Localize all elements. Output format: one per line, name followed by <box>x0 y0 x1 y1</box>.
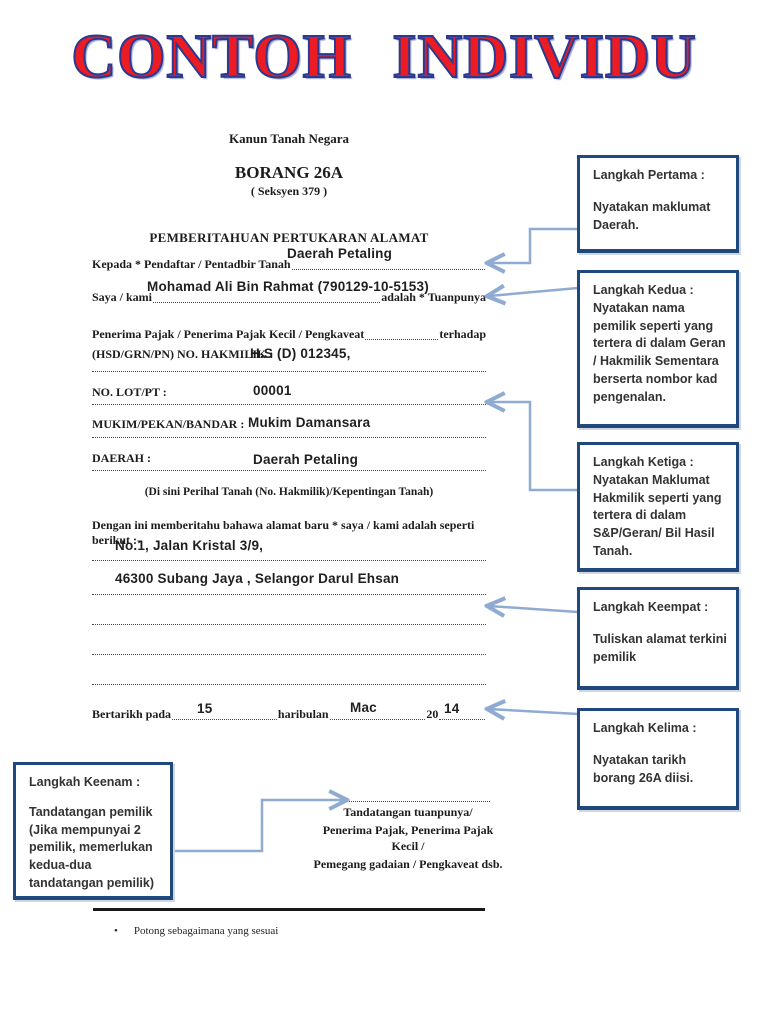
dotted-leader <box>439 707 485 720</box>
callout-title: Langkah Kelima : <box>593 721 697 735</box>
signature-caption-1: Tandatangan tuanpunya/ <box>343 805 473 819</box>
alamat-intro: Dengan ini memberitahu bahawa alamat bar… <box>92 518 475 547</box>
field-saya: Saya / kami adalah * Tuanpunya Mohamad A… <box>92 280 486 305</box>
callout-langkah-keempat: Langkah Keempat : Tuliskan alamat terkin… <box>577 587 739 690</box>
field-hakmilik: (HSD/GRN/PN) NO. HAKMILIK : H.S (D) 0123… <box>92 345 486 362</box>
signature-dotted-line <box>340 791 490 802</box>
page-title: CONTOH INDIVIDU <box>70 22 697 92</box>
perihal-note: (Di sini Perihal Tanah (No. Hakmilik)/Ke… <box>144 486 434 498</box>
date-month-value: Mac <box>350 700 377 715</box>
field-penerima-label: Penerima Pajak / Penerima Pajak Kecil / … <box>92 327 365 341</box>
callout-body: Nyatakan nama pemilik seperti yang terte… <box>593 300 726 404</box>
dotted-line <box>92 654 486 655</box>
field-daerah: DAERAH : Daerah Petaling <box>92 449 486 467</box>
field-lot-label: NO. LOT/PT : <box>92 385 167 399</box>
callout-langkah-keenam: Langkah Keenam : Tandatangan pemilik (Ji… <box>13 762 173 900</box>
dotted-line <box>92 594 486 595</box>
footnote-text: Potong sebagaimana yang sesuai <box>133 925 279 937</box>
alamat-line2-value: 46300 Subang Jaya , Selangor Darul Ehsan <box>115 571 400 586</box>
callout-body: Nyatakan tarikh borang 26A diisi. <box>593 752 694 785</box>
arrow-langkah-keempat <box>489 606 579 612</box>
dotted-line <box>92 371 486 372</box>
dotted-line <box>92 560 486 561</box>
date-year-value: 14 <box>444 701 460 716</box>
callout-title: Langkah Pertama : <box>593 168 705 182</box>
field-hakmilik-value: H.S (D) 012345, <box>250 346 351 361</box>
dotted-line <box>92 624 486 625</box>
field-kepada-label: Kepada * Pendaftar / Pentadbir Tanah <box>92 257 291 271</box>
arrow-langkah-kedua <box>489 288 579 296</box>
signature-block: Tandatangan tuanpunya/ Penerima Pajak, P… <box>308 791 508 872</box>
callout-title: Langkah Keempat : <box>593 600 709 614</box>
callout-title: Langkah Ketiga : <box>593 455 694 469</box>
callout-title: Langkah Keenam : <box>29 775 141 789</box>
dotted-line <box>92 437 486 438</box>
signature-caption-2: Penerima Pajak, Penerima Pajak Kecil / <box>322 823 494 853</box>
callout-body: Nyatakan maklumat Daerah. <box>593 199 711 232</box>
signature-caption-3: Pemegang gadaian / Pengkaveat dsb. <box>313 857 503 871</box>
field-hakmilik-label: (HSD/GRN/PN) NO. HAKMILIK : <box>92 347 274 361</box>
dotted-leader <box>153 290 381 303</box>
field-saya-suffix: adalah * Tuanpunya <box>381 290 486 304</box>
field-lot-value: 00001 <box>253 383 292 398</box>
field-mukim-value: Mukim Damansara <box>248 415 371 430</box>
footnote: • Potong sebagaimana yang sesuai <box>114 925 278 937</box>
header-form-number: BORANG 26A <box>234 163 344 182</box>
form-header: Kanun Tanah Negara BORANG 26A ( Seksyen … <box>92 131 486 246</box>
bullet-icon: • <box>114 925 118 937</box>
callout-langkah-kelima: Langkah Kelima : Nyatakan tarikh borang … <box>577 708 739 810</box>
arrow-langkah-kelima <box>489 709 579 714</box>
arrow-langkah-ketiga <box>489 402 578 492</box>
callout-langkah-kedua: Langkah Kedua : Nyatakan nama pemilik se… <box>577 270 739 428</box>
field-date: Bertarikh pada haribulan 20 15 Mac 14 <box>92 701 486 721</box>
date-label-bertarikh: Bertarikh pada <box>92 707 172 721</box>
field-kepada: Kepada * Pendaftar / Pentadbir Tanah Dae… <box>92 247 486 271</box>
header-law: Kanun Tanah Negara <box>229 131 349 146</box>
dotted-line <box>92 684 486 685</box>
callout-title: Langkah Kedua : <box>593 283 694 297</box>
callout-body: Tandatangan pemilik (Jika mempunyai 2 pe… <box>29 804 155 890</box>
callout-body: Nyatakan Maklumat Hakmilik seperti yang … <box>593 472 722 558</box>
dotted-leader <box>329 707 426 720</box>
field-mukim: MUKIM/PEKAN/BANDAR : Mukim Damansara <box>92 415 486 432</box>
alamat-line1-value: No.1, Jalan Kristal 3/9, <box>115 538 264 553</box>
field-daerah-value: Daerah Petaling <box>253 452 359 467</box>
date-label-year-prefix: 20 <box>426 707 439 721</box>
callout-langkah-ketiga: Langkah Ketiga : Nyatakan Maklumat Hakmi… <box>577 442 739 572</box>
callout-langkah-pertama: Langkah Pertama : Nyatakan maklumat Daer… <box>577 155 739 253</box>
date-day-value: 15 <box>197 701 213 716</box>
dotted-leader <box>172 707 277 720</box>
field-mukim-label: MUKIM/PEKAN/BANDAR : <box>92 417 245 431</box>
date-label-haribulan: haribulan <box>277 707 329 721</box>
dotted-leader <box>365 327 439 340</box>
field-kepada-value: Daerah Petaling <box>287 246 393 261</box>
arrow-langkah-pertama <box>489 227 578 263</box>
field-lot: NO. LOT/PT : 00001 <box>92 383 486 400</box>
dotted-line <box>92 404 486 405</box>
header-section: ( Seksyen 379 ) <box>250 184 328 198</box>
field-daerah-label: DAERAH : <box>92 451 151 465</box>
dotted-line <box>92 470 486 471</box>
dotted-leader <box>291 257 485 270</box>
callout-body: Tuliskan alamat terkini pemilik <box>593 631 727 664</box>
field-penerima: Penerima Pajak / Penerima Pajak Kecil / … <box>92 325 486 341</box>
header-subject: PEMBERITAHUAN PERTUKARAN ALAMAT <box>149 230 429 245</box>
field-saya-value: Mohamad Ali Bin Rahmat (790129-10-5153) <box>147 279 429 294</box>
footer-rule <box>93 908 485 911</box>
field-saya-label: Saya / kami <box>92 290 153 304</box>
field-penerima-suffix: terhadap <box>439 327 486 341</box>
